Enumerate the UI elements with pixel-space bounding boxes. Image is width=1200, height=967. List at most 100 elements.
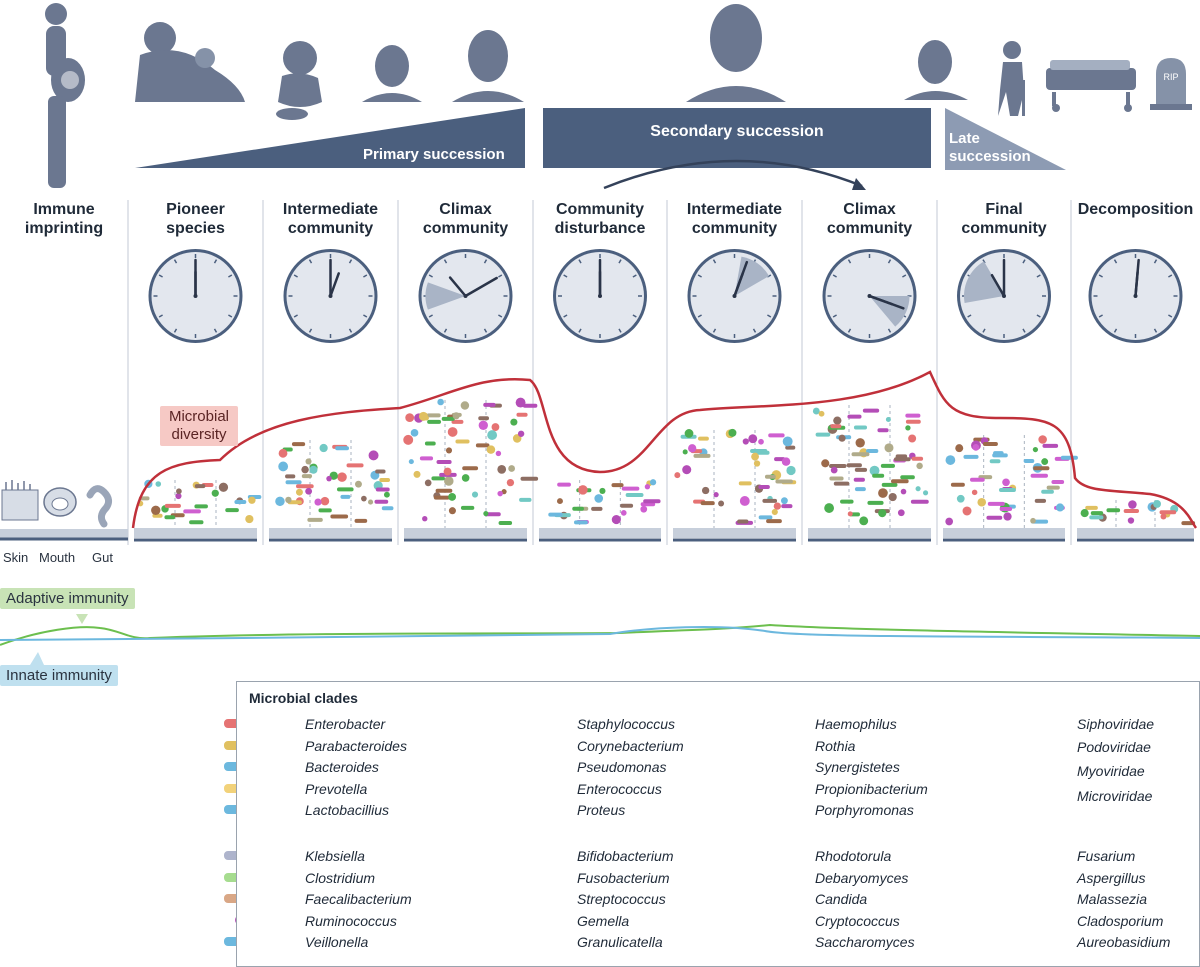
legend-item: Debaryomyces [815, 870, 909, 886]
legend-title: Microbial clades [249, 690, 358, 706]
stage-label: Climax community [826, 201, 913, 237]
legend-item: Myoviridae [1077, 763, 1145, 779]
stage-label: Intermediate community [686, 201, 783, 237]
gut-icon [86, 485, 113, 528]
legend-item: Malassezia [1077, 891, 1148, 907]
arrowhead-icon [852, 178, 866, 190]
child-icon [362, 45, 422, 102]
adaptive-immunity-curve [0, 623, 1200, 646]
microbial-community [943, 435, 1078, 542]
site-label-skin: Skin [3, 550, 29, 565]
baby-icon [276, 41, 322, 120]
microbial-community [539, 479, 661, 542]
legend-item: Enterococcus [577, 781, 662, 797]
stage-label: Decomposition [1077, 201, 1194, 218]
legend-item: Enterobacter [305, 716, 386, 732]
microbial-diversity-curve [131, 370, 1198, 529]
primary-succession-label: Primary succession [363, 146, 505, 163]
legend-item: Saccharomyces [815, 934, 915, 950]
legend-item: Corynebacterium [577, 738, 684, 754]
legend-item: Aspergillus [1077, 870, 1146, 886]
microbial-community [269, 440, 394, 542]
secondary-succession-banner [543, 108, 931, 168]
secondary-succession-arrow [603, 159, 863, 190]
legend-item: Cladosporium [1077, 913, 1164, 929]
elderly-with-cane-icon [998, 41, 1025, 116]
legend-item: Bacteroides [305, 759, 379, 775]
microbial-community [403, 397, 539, 542]
microbial-community [1077, 499, 1196, 542]
adaptive-immunity-label: Adaptive immunity [0, 588, 135, 609]
legend-item: Propionibacterium [815, 781, 928, 797]
legend-item: Candida [815, 891, 868, 907]
older-adult-icon [904, 40, 968, 100]
innate-pointer-icon [30, 652, 44, 665]
stage-label: Final community [961, 201, 1047, 237]
legend-item: Streptococcus [577, 891, 666, 907]
innate-immunity-label: Innate immunity [0, 665, 118, 686]
site-label-gut: Gut [92, 550, 113, 565]
legend-item: Aureobasidium [1077, 934, 1171, 950]
legend-item: Faecalibacterium [305, 891, 412, 907]
pregnant-woman-icon [45, 3, 85, 188]
skin-icon [1, 489, 39, 521]
clock-icon [687, 249, 782, 343]
legend-item: Cryptococcus [815, 913, 900, 929]
late-succession-label: Late succession [949, 130, 1031, 165]
clock-icon [283, 249, 378, 343]
stage-label: Intermediate community [282, 201, 379, 237]
adaptive-pointer-icon [76, 614, 88, 624]
column-dividers [127, 200, 1072, 545]
legend-item: Siphoviridae [1077, 716, 1155, 732]
clock-icon [957, 249, 1051, 343]
clock-icon [822, 249, 917, 343]
legend-item: Fusarium [1077, 848, 1136, 864]
innate-immunity-curve [0, 626, 1200, 641]
microbial-diversity-label: Microbial diversity [160, 406, 238, 446]
legend-item: Bifidobacterium [577, 848, 674, 864]
clock-icon [553, 249, 647, 343]
adult-icon [686, 4, 786, 102]
legend-item: Fusobacterium [577, 870, 670, 886]
legend-item: Clostridium [305, 870, 376, 886]
legend-item: Lactobacillius [305, 802, 390, 818]
gravestone-icon [1150, 58, 1192, 110]
legend-item: Parabacteroides [305, 738, 407, 754]
stage-label: Pioneer species [166, 201, 225, 237]
microbial-community [673, 428, 797, 542]
stage-label: Community disturbance [554, 201, 646, 237]
primary-succession-wedge [135, 108, 525, 168]
legend-item: Podoviridae [1077, 739, 1151, 755]
legend-item: Staphylococcus [577, 716, 676, 732]
hospital-bed-icon [1046, 60, 1136, 112]
body-sites [0, 480, 128, 541]
microbial-communities [134, 397, 1196, 542]
life-stage-silhouettes [45, 3, 1192, 188]
legend-item: Haemophilus [815, 716, 897, 732]
legend-item: Proteus [577, 802, 626, 818]
legend-item: Veillonella [305, 934, 369, 950]
legend-item: Rhodotorula [815, 848, 892, 864]
legend-item: Granulicatella [577, 934, 663, 950]
clock-icon [1088, 249, 1183, 343]
legend-item: Microviridae [1077, 788, 1153, 804]
legend-item: Rothia [815, 738, 856, 754]
clock-row [148, 249, 1183, 343]
microbial-community [808, 405, 931, 542]
stage-label: Immune imprinting [24, 201, 104, 237]
gravestone-text: RIP [1163, 72, 1178, 82]
site-label-mouth: Mouth [39, 550, 76, 565]
stage-label: Climax community [422, 201, 509, 237]
legend-item: Porphyromonas [815, 802, 914, 818]
clock-icon [418, 249, 513, 343]
legend-item: Gemella [577, 913, 630, 929]
late-succession-wedge [945, 108, 1066, 170]
legend-item: Synergistetes [815, 759, 900, 775]
legend-item: Ruminococcus [305, 913, 397, 929]
teen-icon [452, 30, 524, 102]
legend-item: Klebsiella [305, 848, 365, 864]
clock-icon [148, 249, 243, 343]
nursing-mother-icon [135, 22, 245, 102]
